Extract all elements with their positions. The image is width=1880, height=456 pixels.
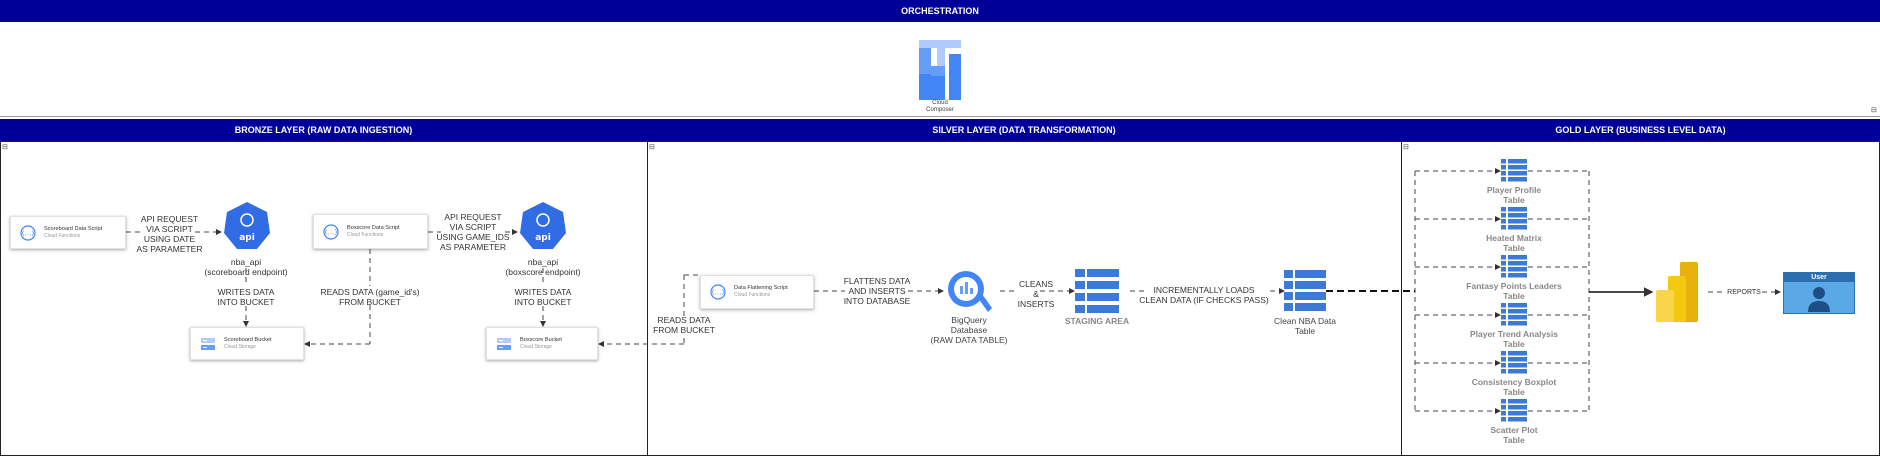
flattening-script-subtitle: Cloud Functions — [734, 292, 771, 298]
user-title: User — [1784, 273, 1854, 282]
flattening-script-title: Data Flattening Script — [734, 285, 788, 291]
cloud-functions-icon: (…) — [710, 284, 726, 300]
boxscore-bucket-card[interactable]: Boxscore Bucket Cloud Storage — [486, 327, 598, 360]
orchestration-header: ORCHESTRATION — [0, 0, 1880, 22]
bronze-title: BRONZE LAYER (RAW DATA INGESTION) — [234, 125, 413, 135]
reports-label: REPORTS — [1727, 289, 1761, 296]
orchestration-title: ORCHESTRATION — [901, 6, 979, 16]
cloud-functions-icon: (…) — [323, 223, 339, 240]
bigquery-label: BigQuery Database (RAW DATA TABLE) — [930, 315, 1008, 345]
cloud-composer-label: Cloud Composer — [926, 100, 954, 113]
boxscore-script-title: Boxscore Data Script — [347, 224, 400, 231]
gold-header: GOLD LAYER (BUSINESS LEVEL DATA) — [1401, 119, 1880, 141]
api-icon[interactable]: api — [223, 201, 271, 251]
staging-area-label: STAGING AREA — [1064, 316, 1130, 326]
cleans-label: CLEANS & INSERTS — [1017, 279, 1055, 309]
api-request-label-1: API REQUEST VIA SCRIPT USING DATE AS PAR… — [136, 214, 203, 254]
bronze-header: BRONZE LAYER (RAW DATA INGESTION) — [0, 119, 647, 141]
scoreboard-script-subtitle: Cloud Functions — [44, 232, 81, 239]
table-icon — [1075, 269, 1119, 313]
table-icon — [1501, 351, 1527, 374]
flattening-script-card[interactable]: (…) Data Flattening Script Cloud Functio… — [700, 275, 814, 309]
writes-data-label-2: WRITES DATA INTO BUCKET — [514, 287, 572, 307]
power-bi-icon[interactable] — [1654, 262, 1700, 322]
gold-table-label: Consistency Boxplot Table — [1471, 377, 1557, 397]
scoreboard-bucket-card[interactable]: Scoreboard Bucket Cloud Storage — [190, 327, 304, 360]
gold-table-label: Player Trend Analysis Table — [1469, 329, 1559, 349]
incremental-load-label: INCREMENTALLY LOADS CLEAN DATA (IF CHECK… — [1139, 285, 1269, 305]
svg-text:(…): (…) — [22, 229, 35, 237]
table-icon — [1501, 255, 1527, 278]
collapse-handle-silver[interactable]: ⊟ — [649, 144, 655, 151]
reads-game-ids-label: READS DATA (game_id's) FROM BUCKET — [320, 287, 420, 307]
reads-from-bucket-label: READS DATA FROM BUCKET — [653, 315, 715, 335]
table-icon — [1284, 270, 1326, 311]
collapse-handle-gold[interactable]: ⊟ — [1403, 144, 1409, 151]
cloud-functions-icon: (…) — [20, 224, 36, 241]
scoreboard-bucket-subtitle: Cloud Storage — [224, 343, 256, 350]
svg-text:(…): (…) — [712, 289, 725, 297]
svg-text:api: api — [535, 233, 551, 243]
gold-table-label: Scatter Plot Table — [1490, 425, 1538, 445]
orchestration-divider — [0, 116, 1880, 117]
collapse-handle-bronze[interactable]: ⊟ — [2, 144, 8, 151]
nba-api-label-1: nba_api (scoreboard endpoint) — [204, 257, 288, 277]
cloud-storage-icon — [497, 337, 511, 350]
flattens-label: FLATTENS DATA AND INSERTS INTO DATABASE — [843, 276, 911, 306]
clean-table-label: Clean NBA Data Table — [1274, 316, 1336, 336]
scoreboard-script-title: Scoreboard Data Script — [44, 225, 103, 232]
cloud-composer-icon[interactable] — [917, 40, 963, 100]
user-icon — [1808, 287, 1830, 312]
api-request-label-2: API REQUEST VIA SCRIPT USING GAME_IDS AS… — [436, 212, 510, 252]
scoreboard-script-card[interactable]: (…) Scoreboard Data Script Cloud Functio… — [10, 216, 126, 249]
collapse-handle-orchestration[interactable]: ⊟ — [1871, 107, 1877, 114]
nba-api-label-2: nba_api (boxscore endpoint) — [505, 257, 581, 277]
gold-table-label: Heated Matrix Table — [1486, 233, 1542, 253]
gold-title: GOLD LAYER (BUSINESS LEVEL DATA) — [1555, 125, 1726, 135]
table-icon — [1501, 159, 1527, 182]
user-card[interactable]: User — [1783, 272, 1855, 314]
cloud-storage-icon — [201, 337, 215, 350]
svg-text:(…): (…) — [325, 228, 338, 236]
table-icon — [1501, 303, 1527, 326]
table-icon — [1501, 207, 1527, 230]
gold-table-label: Fantasy Points Leaders Table — [1466, 281, 1562, 301]
bigquery-icon[interactable] — [945, 268, 993, 316]
boxscore-script-subtitle: Cloud Functions — [347, 231, 384, 238]
scoreboard-bucket-title: Scoreboard Bucket — [224, 336, 272, 343]
table-icon — [1501, 399, 1527, 422]
boxscore-script-card[interactable]: (…) Boxscore Data Script Cloud Functions — [313, 214, 428, 249]
api-icon[interactable]: api — [519, 201, 567, 251]
writes-data-label-1: WRITES DATA INTO BUCKET — [217, 287, 275, 307]
boxscore-bucket-title: Boxscore Bucket — [520, 336, 562, 343]
gold-table-label: Player Profile Table — [1486, 185, 1542, 205]
boxscore-bucket-subtitle: Cloud Storage — [520, 343, 552, 350]
svg-text:api: api — [239, 233, 255, 243]
silver-header: SILVER LAYER (DATA TRANSFORMATION) — [647, 119, 1401, 141]
silver-title: SILVER LAYER (DATA TRANSFORMATION) — [932, 125, 1116, 135]
